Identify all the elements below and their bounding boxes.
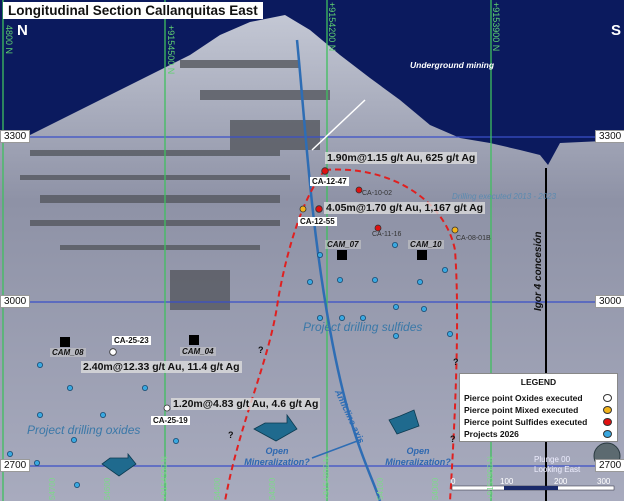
hole-label: CA-12-55 [298, 217, 337, 226]
question-mark: ? [453, 357, 459, 367]
elevation-label: 3300 [595, 130, 624, 143]
scale-label: 300 [597, 477, 611, 486]
elevation-label: 2700 [0, 459, 31, 472]
legend-item: Projects 2026 [460, 428, 617, 440]
grid-label-top: 4800 N [4, 25, 14, 55]
scale-label: 100 [500, 477, 514, 486]
open-mineralization-label: Open Mineralization? [244, 446, 310, 467]
legend: LEGEND Pierce point Oxides executed Pier… [459, 373, 618, 442]
grid-label-bottom: +9153900 N [486, 456, 495, 500]
legend-item: Pierce point Oxides executed [460, 392, 617, 404]
elevation-lines [0, 136, 624, 467]
grid-label-bottom: 54300 [268, 477, 277, 500]
plunge-label: Plunge 00 [534, 455, 571, 464]
grid-label-bottom: +9154200 N [322, 456, 331, 500]
mineralization-boundary [224, 169, 326, 501]
open-mineralization-label: Open Mineralization? [385, 446, 451, 467]
legend-label: Projects 2026 [464, 429, 519, 439]
intercept-label: 1.20m@4.83 g/t Au, 4.6 g/t Ag [171, 398, 321, 410]
intercept-label: 2.40m@12.33 g/t Au, 11.4 g/t Ag [81, 361, 242, 373]
page-title: Longitudinal Section Callanquitas East [3, 2, 263, 19]
legend-label: Pierce point Oxides executed [464, 393, 583, 403]
underground-mining-label: Underground mining [410, 60, 495, 70]
intercept-label: 1.90m@1.15 g/t Au, 625 g/t Ag [325, 152, 478, 164]
cam-label: CAM_04 [180, 347, 216, 356]
grid-label-bottom: 54600 [103, 477, 112, 500]
south-label: S [611, 22, 622, 39]
anticline-axis [295, 39, 382, 501]
grid-label-bottom: 54000 [431, 477, 440, 500]
pointer-arrow [311, 99, 366, 151]
arrow-down-icons [101, 409, 420, 477]
grid-label-top: +9154500 N [166, 25, 176, 75]
hole-label: CA-25-23 [112, 336, 151, 345]
hole-label: CA-11-16 [372, 231, 402, 238]
hole-label: CA-25-19 [151, 416, 190, 425]
projects-dot-icon [603, 430, 612, 438]
elevation-label: 3300 [0, 130, 31, 143]
hole-label: CA-12-47 [310, 177, 349, 186]
drilling-executed-label: Drilling executed 2013 - 2023 [452, 192, 557, 201]
grid-label-bottom: 54400 [213, 477, 222, 500]
oxides-zone-label: Project drilling oxides [27, 423, 141, 437]
hole-label: CA-08-01B [456, 235, 491, 242]
cam-label: CAM_07 [325, 240, 361, 249]
sky-area [0, 0, 624, 165]
grid-label-bottom: 54100 [376, 477, 385, 500]
underground-workings [20, 60, 330, 310]
grid-label-bottom: 54700 [48, 477, 57, 500]
cam-label: CAM_10 [408, 240, 444, 249]
sulfides-zone-label: Project drilling sulfides [303, 320, 423, 334]
sulfides-dot-icon [603, 418, 612, 426]
cam-label: CAM_08 [50, 348, 86, 357]
elevation-label: 3000 [595, 295, 624, 308]
legend-title: LEGEND [520, 377, 557, 387]
scale-label: 200 [554, 477, 568, 486]
cam-markers [60, 250, 427, 347]
legend-label: Pierce point Mixed executed [464, 405, 579, 415]
north-label: N [17, 22, 28, 39]
mineralization-boundary [324, 168, 459, 501]
hole-label: CA-10-02 [362, 190, 392, 197]
grid-lines [2, 0, 492, 501]
grid-label-top: +9153900 N [491, 2, 501, 52]
legend-item: Pierce point Sulfides executed [460, 416, 617, 428]
legend-item: Pierce point Mixed executed [460, 404, 617, 416]
question-mark: ? [228, 430, 234, 440]
intercept-label: 4.05m@1.70 g/t Au, 1,167 g/t Ag [324, 202, 486, 214]
concession-label: Igor 4 concesión [533, 231, 544, 311]
pierce-points [109, 167, 459, 412]
oxides-dot-icon [603, 394, 612, 402]
grid-label-top: +9154200 N [327, 2, 337, 52]
elevation-label: 2700 [595, 459, 624, 472]
looking-label: Looking East [534, 465, 581, 474]
scale-label: 0 [451, 477, 456, 486]
projects-2026-points [7, 241, 453, 488]
legend-label: Pierce point Sulfides executed [464, 417, 588, 427]
elevation-label: 3000 [0, 295, 31, 308]
mixed-dot-icon [603, 406, 612, 414]
scale-bar [451, 485, 615, 491]
question-mark: ? [258, 345, 264, 355]
question-mark: ? [450, 434, 456, 444]
grid-label-bottom: +9154500 N [160, 456, 169, 500]
